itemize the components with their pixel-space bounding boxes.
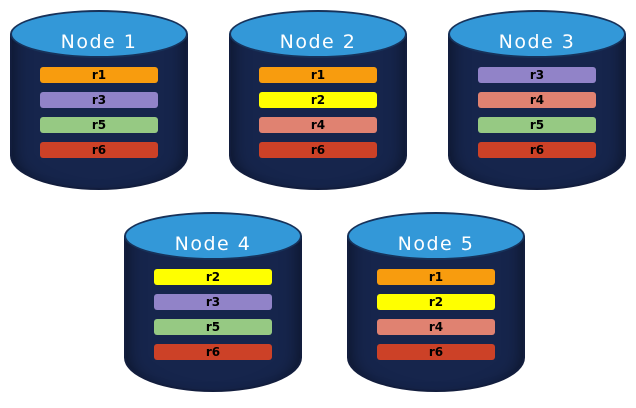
node-cylinder-body <box>347 236 525 392</box>
node-cylinder-body <box>448 34 626 190</box>
replica-bar-r2[interactable]: r2 <box>154 269 272 285</box>
replica-bar-r6[interactable]: r6 <box>259 142 377 158</box>
replica-bar-r3[interactable]: r3 <box>154 294 272 310</box>
replica-list: r3 r4 r5 r6 <box>478 67 596 158</box>
replica-bar-r6[interactable]: r6 <box>377 344 495 360</box>
database-node-2[interactable]: Node 2 r1 r2 r4 r6 <box>229 10 407 190</box>
database-node-1[interactable]: Node 1 r1 r3 r5 r6 <box>10 10 188 190</box>
database-node-3[interactable]: Node 3 r3 r4 r5 r6 <box>448 10 626 190</box>
replica-bar-r1[interactable]: r1 <box>259 67 377 83</box>
replica-bar-r6[interactable]: r6 <box>478 142 596 158</box>
replica-bar-r1[interactable]: r1 <box>377 269 495 285</box>
node-label: Node 2 <box>279 31 357 53</box>
node-cylinder-top: Node 1 <box>10 10 188 58</box>
database-node-4[interactable]: Node 4 r2 r3 r5 r6 <box>124 212 302 392</box>
node-label: Node 3 <box>498 31 576 53</box>
replica-bar-r1[interactable]: r1 <box>40 67 158 83</box>
replica-bar-r2[interactable]: r2 <box>259 92 377 108</box>
replica-bar-r3[interactable]: r3 <box>40 92 158 108</box>
replica-bar-r4[interactable]: r4 <box>259 117 377 133</box>
replica-bar-r4[interactable]: r4 <box>377 319 495 335</box>
node-cylinder-body <box>229 34 407 190</box>
node-cylinder-top: Node 3 <box>448 10 626 58</box>
node-label: Node 1 <box>60 31 138 53</box>
replica-bar-r6[interactable]: r6 <box>154 344 272 360</box>
replica-list: r1 r2 r4 r6 <box>259 67 377 158</box>
replica-list: r2 r3 r5 r6 <box>154 269 272 360</box>
database-node-5[interactable]: Node 5 r1 r2 r4 r6 <box>347 212 525 392</box>
node-cylinder-body <box>124 236 302 392</box>
node-cylinder-top: Node 5 <box>347 212 525 260</box>
replica-bar-r3[interactable]: r3 <box>478 67 596 83</box>
replica-bar-r2[interactable]: r2 <box>377 294 495 310</box>
node-label: Node 4 <box>174 233 252 255</box>
replica-bar-r5[interactable]: r5 <box>40 117 158 133</box>
replica-bar-r4[interactable]: r4 <box>478 92 596 108</box>
replica-bar-r6[interactable]: r6 <box>40 142 158 158</box>
replica-list: r1 r3 r5 r6 <box>40 67 158 158</box>
node-label: Node 5 <box>397 233 475 255</box>
replica-bar-r5[interactable]: r5 <box>154 319 272 335</box>
node-cylinder-top: Node 2 <box>229 10 407 58</box>
replica-list: r1 r2 r4 r6 <box>377 269 495 360</box>
node-cylinder-top: Node 4 <box>124 212 302 260</box>
replica-bar-r5[interactable]: r5 <box>478 117 596 133</box>
